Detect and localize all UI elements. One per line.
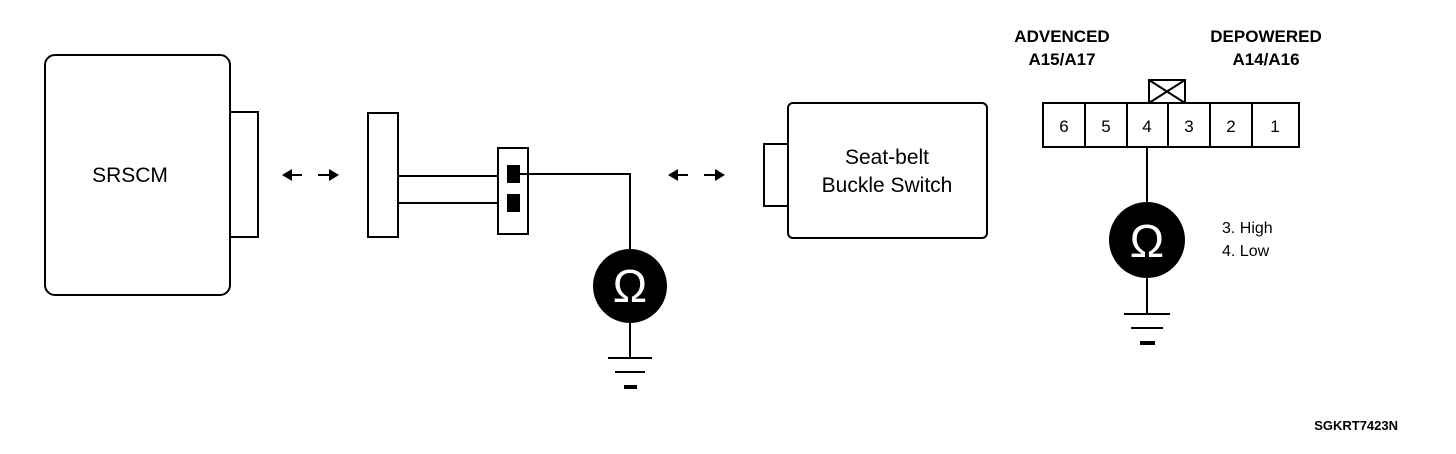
figure-code: SGKRT7423N [1314, 418, 1398, 433]
ohm-icon [593, 249, 667, 323]
switch-connector [763, 143, 789, 207]
double-arrow-icon [282, 169, 339, 181]
double-arrow-icon [668, 169, 725, 181]
switch-label-line1: Seat-belt [845, 146, 929, 169]
test-connector-body [497, 147, 529, 235]
pin-label: 4 [1142, 117, 1151, 136]
pin-upper [507, 165, 520, 183]
connector-lock-icon [1148, 79, 1186, 104]
ohmmeter-right: Ω [1109, 202, 1185, 278]
srscm-label: SRSCM [92, 164, 168, 187]
advenced-label: ADVENCED [1014, 27, 1109, 46]
harness-connector [367, 112, 399, 238]
depowered-code: A14/A16 [1232, 50, 1299, 69]
probe-wire [520, 173, 631, 255]
test-connector [497, 147, 529, 235]
legend-high: 3. High [1222, 220, 1273, 237]
pin-lower [507, 194, 520, 212]
ground-icon [1124, 278, 1170, 345]
advenced-code: A15/A17 [1028, 50, 1095, 69]
ground-icon [608, 323, 652, 389]
pin-label: 5 [1101, 117, 1110, 136]
pin-label: 6 [1059, 117, 1068, 136]
switch-label-line2: Buckle Switch [822, 174, 953, 197]
pin-label: 3 [1184, 117, 1193, 136]
srscm-connector [229, 111, 259, 238]
pin-connector-body [1042, 102, 1300, 148]
ohmmeter-left: Ω [593, 249, 667, 323]
ohm-symbol: Ω [613, 260, 647, 312]
switch-body [787, 102, 988, 239]
legend-low: 4. Low [1222, 243, 1270, 260]
ohm-icon [1109, 202, 1185, 278]
pin-connector: 6 5 4 3 2 1 [1042, 102, 1300, 148]
seat-belt-buckle-switch: Seat-belt Buckle Switch [763, 102, 988, 239]
depowered-label: DEPOWERED [1210, 27, 1321, 46]
srscm-module: SRSCM [44, 54, 259, 296]
ohm-symbol: Ω [1130, 215, 1164, 267]
pin-label: 1 [1270, 117, 1279, 136]
pin-label: 2 [1226, 117, 1235, 136]
